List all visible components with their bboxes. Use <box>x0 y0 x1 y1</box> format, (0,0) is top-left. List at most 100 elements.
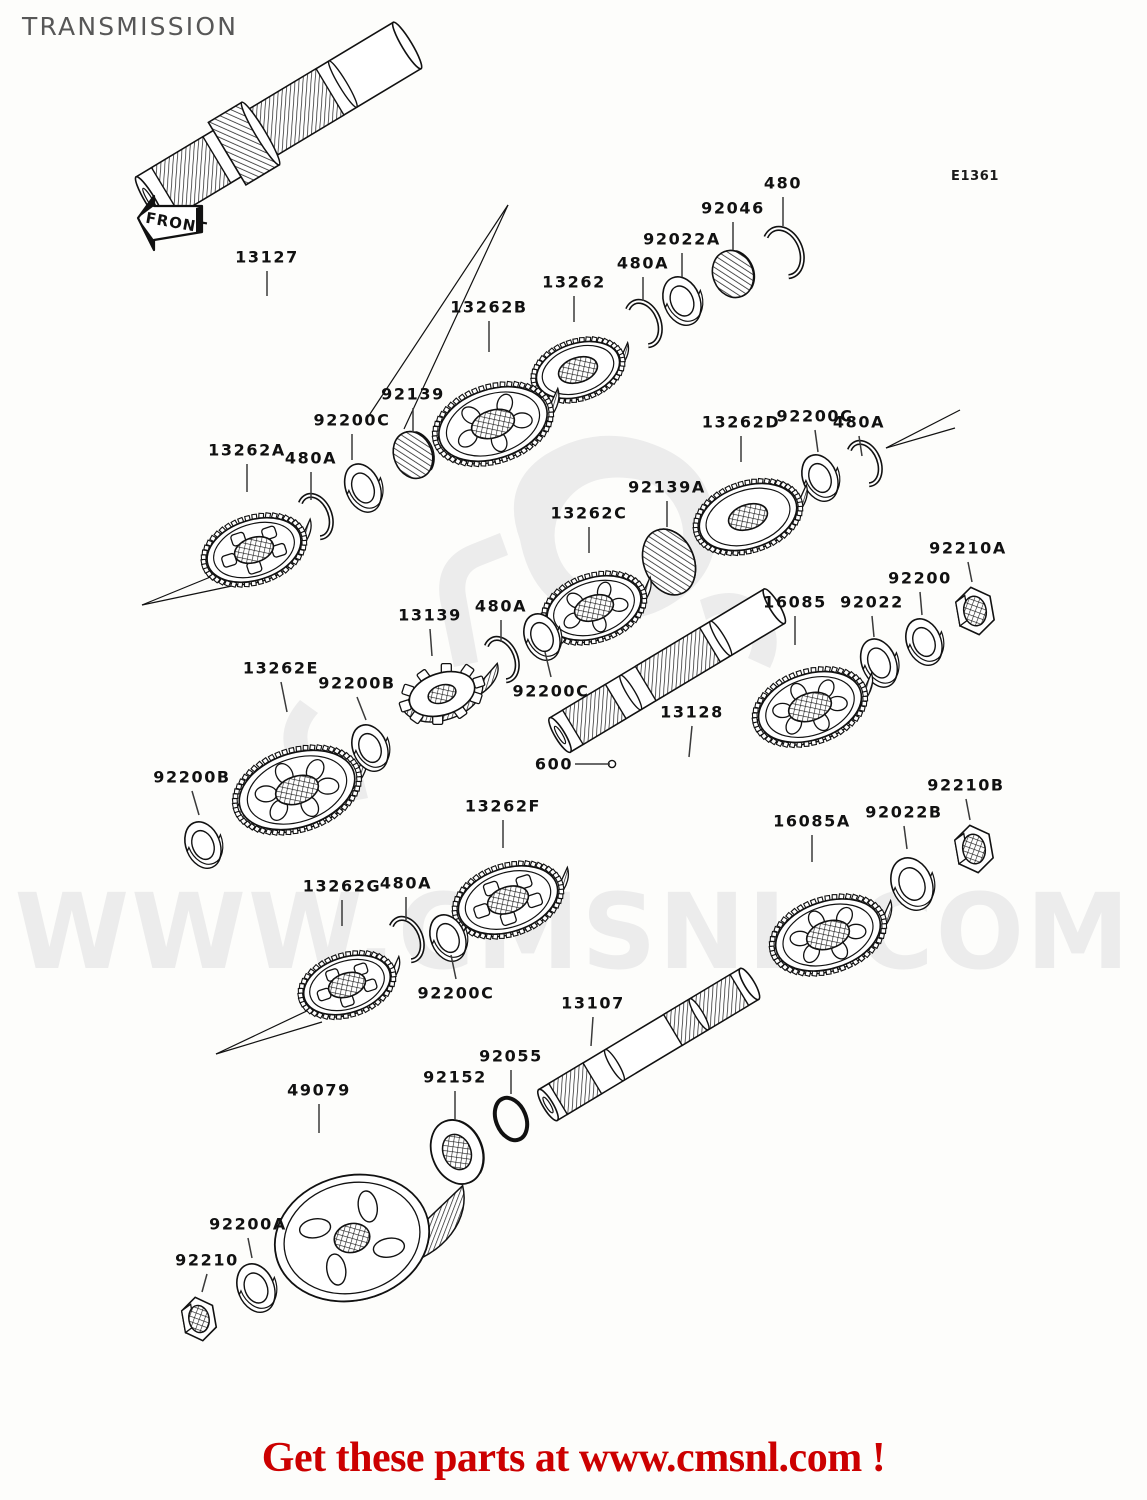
part-label-13262g[interactable]: 13262G <box>302 876 382 896</box>
leader-line-92022b <box>903 825 908 850</box>
part-label-480a-3[interactable]: 480A <box>832 412 886 432</box>
part-13262b[interactable] <box>422 364 575 481</box>
part-92200c-3[interactable] <box>517 607 569 665</box>
leader-line-13262e <box>280 681 288 713</box>
part-92210[interactable] <box>180 1295 218 1344</box>
part-label-92210a[interactable]: 92210A <box>929 538 1007 558</box>
part-label-13262e[interactable]: 13262E <box>242 658 320 678</box>
part-92139[interactable] <box>386 425 441 484</box>
part-label-92022[interactable]: 92022 <box>840 592 904 612</box>
part-480a-5[interactable] <box>389 914 428 964</box>
part-label-92200b[interactable]: 92200B <box>318 673 396 693</box>
leader-line-92200c-3 <box>544 651 552 678</box>
leader-lines <box>191 197 973 1293</box>
part-label-16085[interactable]: 16085 <box>763 592 827 612</box>
part-label-13262a[interactable]: 13262A <box>208 440 286 460</box>
part-label-480[interactable]: 480 <box>763 173 803 193</box>
part-92200c-2[interactable] <box>795 448 847 506</box>
part-13139[interactable] <box>392 647 510 735</box>
part-92210a[interactable] <box>954 584 997 637</box>
part-label-92139a[interactable]: 92139A <box>628 477 706 497</box>
part-label-13127[interactable]: 13127 <box>235 247 299 267</box>
part-480a-2[interactable] <box>298 491 337 541</box>
part-label-13262[interactable]: 13262 <box>542 272 606 292</box>
part-92200c[interactable] <box>338 457 391 517</box>
part-label-13262d[interactable]: 13262D <box>701 412 781 432</box>
part-label-13139[interactable]: 13139 <box>398 605 462 625</box>
part-label-480a-5[interactable]: 480A <box>379 873 433 893</box>
part-label-480a-2[interactable]: 480A <box>284 448 338 468</box>
part-label-92210b[interactable]: 92210B <box>927 775 1005 795</box>
part-92200b[interactable] <box>345 718 397 776</box>
part-label-13107[interactable]: 13107 <box>561 993 625 1013</box>
part-label-16085a[interactable]: 16085A <box>773 811 851 831</box>
part-92046[interactable] <box>705 244 761 304</box>
part-label-92022a[interactable]: 92022A <box>643 229 721 249</box>
leader-line-92210 <box>201 1273 208 1293</box>
part-13262d[interactable] <box>683 463 821 569</box>
part-49079[interactable] <box>261 1148 483 1317</box>
leader-line-92210a <box>967 561 973 583</box>
upper-right-guide-b <box>403 204 509 430</box>
part-label-92200a[interactable]: 92200A <box>209 1214 287 1234</box>
part-480a-3[interactable] <box>847 438 886 488</box>
part-label-13262f[interactable]: 13262F <box>464 796 542 816</box>
part-92200c-4[interactable] <box>423 908 475 966</box>
part-label-92200c-2[interactable]: 92200C <box>776 406 854 426</box>
part-13262a[interactable] <box>192 498 325 600</box>
part-label-480a-4[interactable]: 480A <box>474 596 528 616</box>
part-92022a[interactable] <box>656 270 711 331</box>
part-label-480a[interactable]: 480A <box>616 253 670 273</box>
part-92022b[interactable] <box>883 850 943 916</box>
part-92200[interactable] <box>899 612 951 670</box>
part-label-13262b[interactable]: 13262B <box>450 297 528 317</box>
footer-banner: Get these parts at www.cmsnl.com ! <box>261 1435 886 1481</box>
leader-line-480a-3 <box>858 435 863 457</box>
part-label-92200c-4[interactable]: 92200C <box>417 983 495 1003</box>
part-label-92200c[interactable]: 92200C <box>313 410 391 430</box>
diagram-code: E1361 <box>951 169 1000 184</box>
cmsnl-watermark: WWW.CMSNL.COM <box>15 435 1129 993</box>
part-13128[interactable] <box>545 587 788 755</box>
part-label-49079[interactable]: 49079 <box>287 1080 351 1100</box>
part-92210b[interactable] <box>953 822 996 875</box>
part-13262g[interactable] <box>289 936 412 1031</box>
part-label-92210[interactable]: 92210 <box>175 1250 239 1270</box>
part-label-92046[interactable]: 92046 <box>701 198 765 218</box>
part-92152[interactable] <box>421 1112 493 1192</box>
leader-line-92200b <box>356 696 367 721</box>
part-label-13262c[interactable]: 13262C <box>550 503 628 523</box>
leader-line-92200c-4 <box>450 954 457 980</box>
part-92055[interactable] <box>489 1093 533 1145</box>
part-92200b-2[interactable] <box>178 815 230 873</box>
part-13262f[interactable] <box>442 845 582 953</box>
part-92200a[interactable] <box>230 1257 285 1318</box>
part-label-92152[interactable]: 92152 <box>423 1067 487 1087</box>
part-label-600[interactable]: 600 <box>534 754 574 774</box>
leader-line-13128 <box>688 725 693 758</box>
part-92139a[interactable] <box>633 521 705 603</box>
right-upper-guide-a <box>885 409 961 449</box>
part-label-92139[interactable]: 92139 <box>381 384 445 404</box>
leader-line-92200a <box>247 1237 253 1259</box>
part-13107[interactable] <box>534 966 763 1123</box>
part-480a-4[interactable] <box>484 634 523 684</box>
part-13262e[interactable] <box>221 726 384 850</box>
part-16085a[interactable] <box>759 877 907 990</box>
part-label-92022b[interactable]: 92022B <box>865 802 943 822</box>
part-480a[interactable] <box>625 296 666 349</box>
part-480[interactable] <box>763 223 809 280</box>
part-label-92200[interactable]: 92200 <box>888 568 952 588</box>
part-13262c[interactable] <box>532 556 665 658</box>
left-bottom-guide-b <box>215 1021 323 1055</box>
part-label-13128[interactable]: 13128 <box>660 702 724 722</box>
leader-line-92200 <box>919 591 923 616</box>
leader-line-13107 <box>590 1016 594 1047</box>
leader-line-92210b <box>965 798 971 821</box>
part-label-92200b-2[interactable]: 92200B <box>153 767 231 787</box>
part-label-92055[interactable]: 92055 <box>479 1046 543 1066</box>
part-16085[interactable] <box>742 650 887 761</box>
part-label-92200c-3[interactable]: 92200C <box>512 681 590 701</box>
